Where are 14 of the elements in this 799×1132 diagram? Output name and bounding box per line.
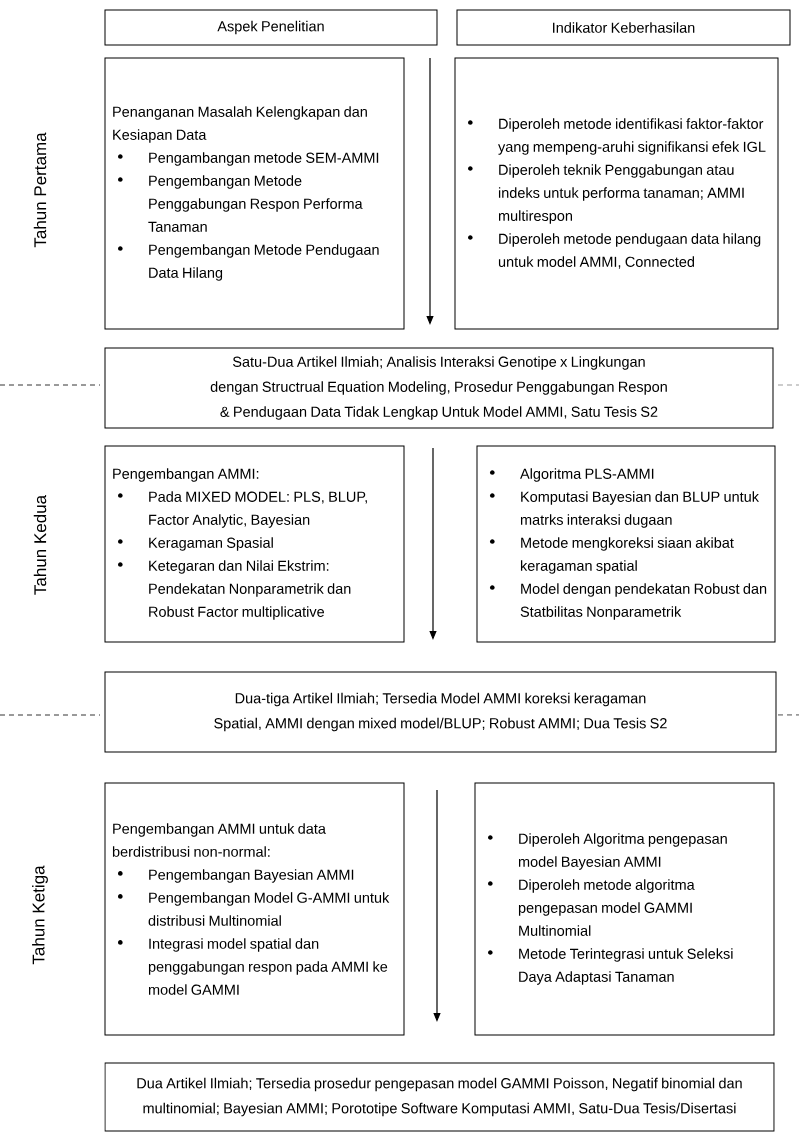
year-label: Tahun Pertama	[33, 132, 47, 248]
output-box: Dua-tiga Artikel Ilmiah; Tersedia Model AMMI koreksi keragaman Spatial, AMMI dengan mixed model/BLUP; Robust AMMI; Dua Tesis S2	[104, 671, 777, 753]
header-box: Aspek Penelitian	[104, 9, 438, 46]
text-box: Algoritma PLS-AMMI Komputasi Bayesian dan BLUP untuk matrks interaksi dugaan Metode mengkoreksi siaan akibat keragaman spatial Model dengan pendekatan Robust dan Statbilitas Nonparametrik	[476, 445, 776, 643]
text-box: Diperoleh Algoritma pengepasan model Bayesian AMMI Diperoleh metode algoritma pengepasan model GAMMI Multinomial Metode Terintegrasi untuk Seleksi Daya Adaptasi Tanaman	[474, 782, 775, 1036]
text-box: Diperoleh metode identifikasi faktor-faktor yang mempeng-aruhi signifikansi efek IGL Diperoleh teknik Penggabungan atau indeks untuk performa tanaman; AMMI multirespon Diperoleh metode pendugaan data hilang untuk model AMMI, Connected	[454, 57, 779, 330]
text-box: Pengembangan AMMI untuk data berdistribusi non-normal: Pengembangan Bayesian AMMI Pengembangan Model G-AMMI untuk distribusi Multinomial Integrasi model spatial dan penggabungan respon pada AMMI ke model GAMMI	[104, 782, 405, 1036]
header-box: Indikator Keberhasilan	[456, 9, 791, 46]
year-label: Tahun Ketiga	[32, 865, 48, 965]
text-box: Penanganan Masalah Kelengkapan dan Kesiapan Data Pengambangan metode SEM-AMMI Pengembangan Metode Penggabungan Respon Performa Tanaman Pengembangan Metode Pendugaan Data Hilang	[104, 57, 405, 330]
text-box: Pengembangan AMMI: Pada MIXED MODEL: PLS, BLUP, Factor Analytic, Bayesian Keragaman Spasial Ketegaran dan Nilai Ekstrim: Pendekatan Nonparametrik dan Robust Factor multiplicative	[104, 445, 405, 643]
output-box: Dua Artikel Ilmiah; Tersedia prosedur pengepasan model GAMMI Poisson, Negatif binomial dan multinomial; Bayesian AMMI; Porototipe Software Komputasi AMMI, Satu-Dua Tesis/Disertasi	[104, 1062, 775, 1132]
output-box: Satu-Dua Artikel Ilmiah; Analisis Interaksi Genotipe x Lingkungan dengan Structrual Equation Modeling, Prosedur Penggabungan Respon & Pendugaan Data Tidak Lengkap Untuk Model AMMI, Satu Tesis S2	[104, 347, 774, 429]
year-label: Tahun Kedua	[33, 494, 47, 595]
